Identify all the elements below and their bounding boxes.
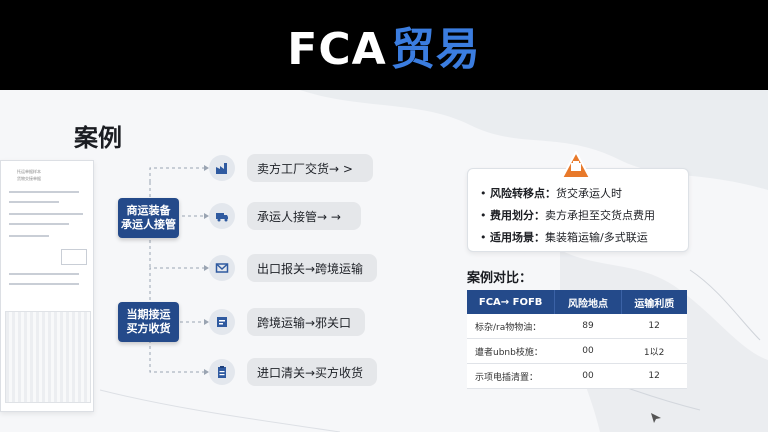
document-line: 托运单据样本 [17, 169, 41, 174]
table-header: FCA→ FOFB [467, 290, 556, 314]
step-export-clearance: 出口报关→跨境运输 [247, 254, 377, 282]
table-header: 风险地点 [554, 290, 622, 314]
factory-icon [209, 155, 235, 181]
stage-label: 买方收货 [126, 322, 171, 335]
table-row: 遭者ubnb枝施： 00 1以2 [467, 338, 687, 364]
mail-icon [209, 255, 235, 281]
truck-icon [209, 203, 235, 229]
warning-icon [561, 151, 591, 179]
title-bar: FCA贸易 [0, 0, 768, 90]
step-carrier-takeover: 承运人接管→ → [247, 202, 361, 230]
table-cell: 1以2 [621, 338, 687, 364]
stage-label: 承运人接管 [121, 218, 176, 231]
table-cell: 00 [554, 338, 622, 364]
stage-label: 商运装备 [126, 204, 171, 217]
table-row: 标杂/ra物物油： 89 12 [467, 314, 687, 339]
clipboard-icon [209, 359, 235, 385]
table-cell: 12 [621, 363, 687, 389]
comparison-table: FCA→ FOFB 风险地点 运输利质 标杂/ra物物油： 89 12 遭者ub… [467, 290, 687, 389]
table-cell: 遭者ubnb枝施： [467, 338, 555, 364]
cursor-icon [651, 413, 661, 423]
title-main: FCA [287, 24, 387, 75]
table-header-row: FCA→ FOFB 风险地点 运输利质 [467, 290, 687, 314]
key-points-card: • 风险转移点：货交承运人时 • 费用划分：卖方承担至交货点费用 • 适用场景：… [467, 168, 689, 252]
table-cell: 12 [621, 314, 687, 339]
section-title: 案例 [74, 124, 122, 152]
page-title: FCA贸易 [287, 13, 480, 77]
document-line: 货物交接单据 [17, 176, 41, 181]
document-thumbnail: 托运单据样本 货物交接单据 [0, 160, 94, 412]
table-row: 示项电插清置： 00 12 [467, 363, 687, 389]
info-use-case: • 适用场景：集装箱运输/多式联运 [480, 231, 648, 244]
table-cell: 89 [554, 314, 622, 339]
step-cross-border: 跨境运输→邪关口 [247, 308, 365, 336]
info-cost-division: • 费用划分：卖方承担至交货点费用 [480, 209, 655, 222]
stage-buyer-receipt: 当期接运 买方收货 [118, 302, 179, 342]
table-cell: 标杂/ra物物油： [467, 314, 555, 339]
info-risk-transfer: • 风险转移点：货交承运人时 [480, 187, 622, 200]
table-cell: 00 [554, 363, 622, 389]
title-accent: 贸易 [390, 24, 481, 75]
document-icon [209, 309, 235, 335]
stage-carrier-takeover: 商运装备 承运人接管 [118, 198, 179, 238]
stage-label: 当期接运 [126, 308, 171, 321]
table-cell: 示项电插清置： [467, 363, 555, 389]
slide-content: 案例 托运单据样本 货物交接单据 商运装备 承运 [0, 90, 768, 432]
step-factory-delivery: 卖方工厂交货→ > [247, 154, 373, 182]
step-import-clearance: 进口清关→买方收货 [247, 358, 377, 386]
table-header: 运输利质 [621, 290, 687, 314]
comparison-title: 案例对比： [467, 271, 533, 286]
